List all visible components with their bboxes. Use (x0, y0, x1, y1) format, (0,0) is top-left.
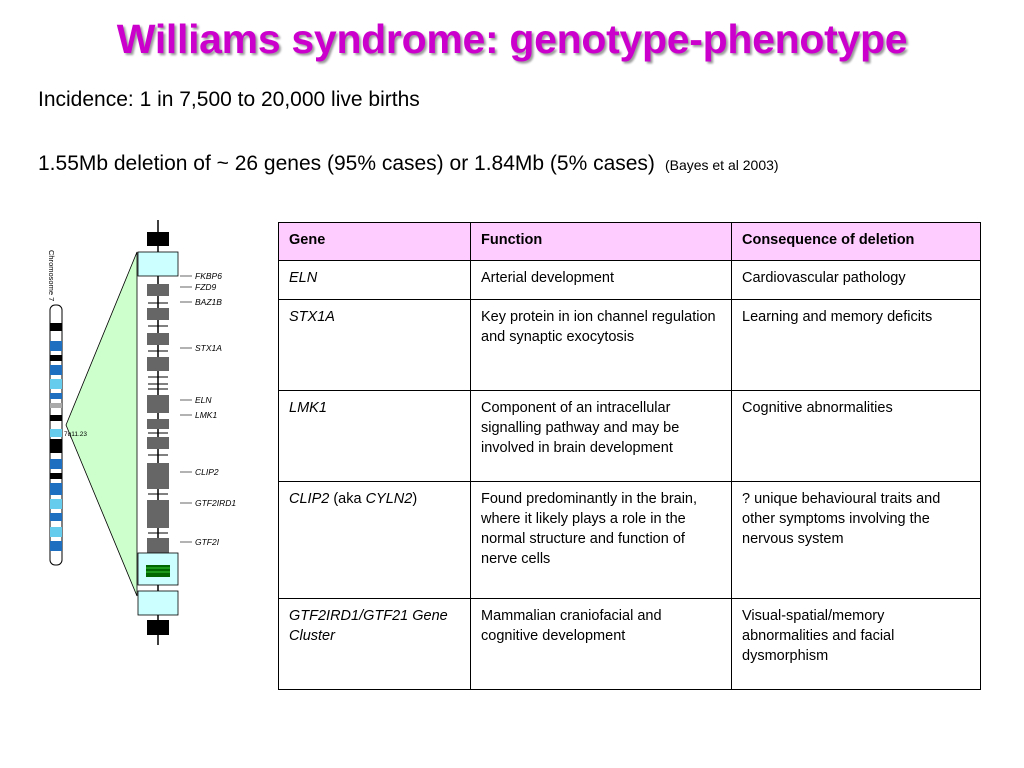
gene-cell: LMK1 (278, 390, 471, 482)
gene-table: Gene Function Consequence of deletion EL… (278, 222, 981, 690)
function-cell: Found predominantly in the brain, where … (470, 481, 732, 599)
gene-label-baz1b: BAZ1B (195, 297, 222, 307)
table-row: CLIP2 (aka CYLN2) Found predominantly in… (278, 481, 981, 599)
consequence-cell: Cognitive abnormalities (731, 390, 981, 482)
gene-name: ELN (289, 270, 318, 286)
gene-name: STX1A (289, 309, 335, 325)
citation: (Bayes et al 2003) (664, 157, 779, 173)
gene-aka-prefix: (aka (329, 491, 366, 507)
function-cell: Component of an intracellular signalling… (470, 390, 732, 482)
function-cell: Mammalian craniofacial and cognitive dev… (470, 598, 732, 690)
gene-name: LMK1 (289, 400, 327, 416)
gene-name: CLIP2 (289, 491, 330, 507)
gene-label-clip2: CLIP2 (195, 467, 219, 477)
gene-label-fzd9: FZD9 (195, 282, 217, 292)
header-gene: Gene (278, 222, 471, 261)
consequence-cell: Visual-spatial/memory abnormalities and … (731, 598, 981, 690)
band-label: 7q11.23 (64, 431, 87, 438)
consequence-cell: ? unique behavioural traits and other sy… (731, 481, 981, 599)
table-row: LMK1 Component of an intracellular signa… (278, 390, 981, 482)
consequence-cell: Cardiovascular pathology (731, 260, 981, 300)
chromosome-diagram: 7q11.23 Chromosome 7 (47, 220, 236, 645)
gene-locus (137, 220, 192, 645)
header-consequence: Consequence of deletion (731, 222, 981, 261)
header-function: Function (470, 222, 732, 261)
gene-label-gtf2i: GTF2I (195, 537, 220, 547)
gene-label-lmk1: LMK1 (195, 410, 217, 420)
gene-label-fkbp6: FKBP6 (195, 271, 222, 281)
gene-label-gtf2ird1: GTF2IRD1 (195, 498, 236, 508)
deletion-text: 1.55Mb deletion of ~ 26 genes (95% cases… (38, 152, 779, 176)
deletion-statement: 1.55Mb deletion of ~ 26 genes (95% cases… (38, 152, 655, 175)
function-cell: Key protein in ion channel regulation an… (470, 299, 732, 391)
consequence-cell: Learning and memory deficits (731, 299, 981, 391)
gene-cell: ELN (278, 260, 471, 300)
chromosome-label: Chromosome 7 (47, 250, 56, 301)
gene-aka: CYLN2 (365, 491, 413, 507)
gene-cell: CLIP2 (aka CYLN2) (278, 481, 471, 599)
gene-labels: FKBP6 FZD9 BAZ1B STX1A ELN LMK1 CLIP2 GT… (195, 271, 236, 547)
gene-cell: GTF2IRD1/GTF21 Gene Cluster (278, 598, 471, 690)
gene-name: GTF2IRD1/GTF21 Gene Cluster (289, 608, 448, 644)
zoom-region (65, 251, 138, 597)
table-row: STX1A Key protein in ion channel regulat… (278, 299, 981, 391)
slide-title: Williams syndrome: genotype-phenotype (116, 16, 908, 62)
table-row: ELN Arterial development Cardiovascular … (278, 260, 981, 300)
incidence-text: Incidence: 1 in 7,500 to 20,000 live bir… (38, 88, 420, 111)
gene-aka-suffix: ) (412, 491, 418, 507)
gene-label-eln: ELN (195, 395, 212, 405)
function-cell: Arterial development (470, 260, 732, 300)
chromosome-ideogram: 7q11.23 Chromosome 7 (47, 250, 87, 566)
gene-label-stx1a: STX1A (195, 343, 222, 353)
table-header-row: Gene Function Consequence of deletion (278, 222, 981, 261)
gene-cell: STX1A (278, 299, 471, 391)
table-row: GTF2IRD1/GTF21 Gene Cluster Mammalian cr… (278, 598, 981, 690)
